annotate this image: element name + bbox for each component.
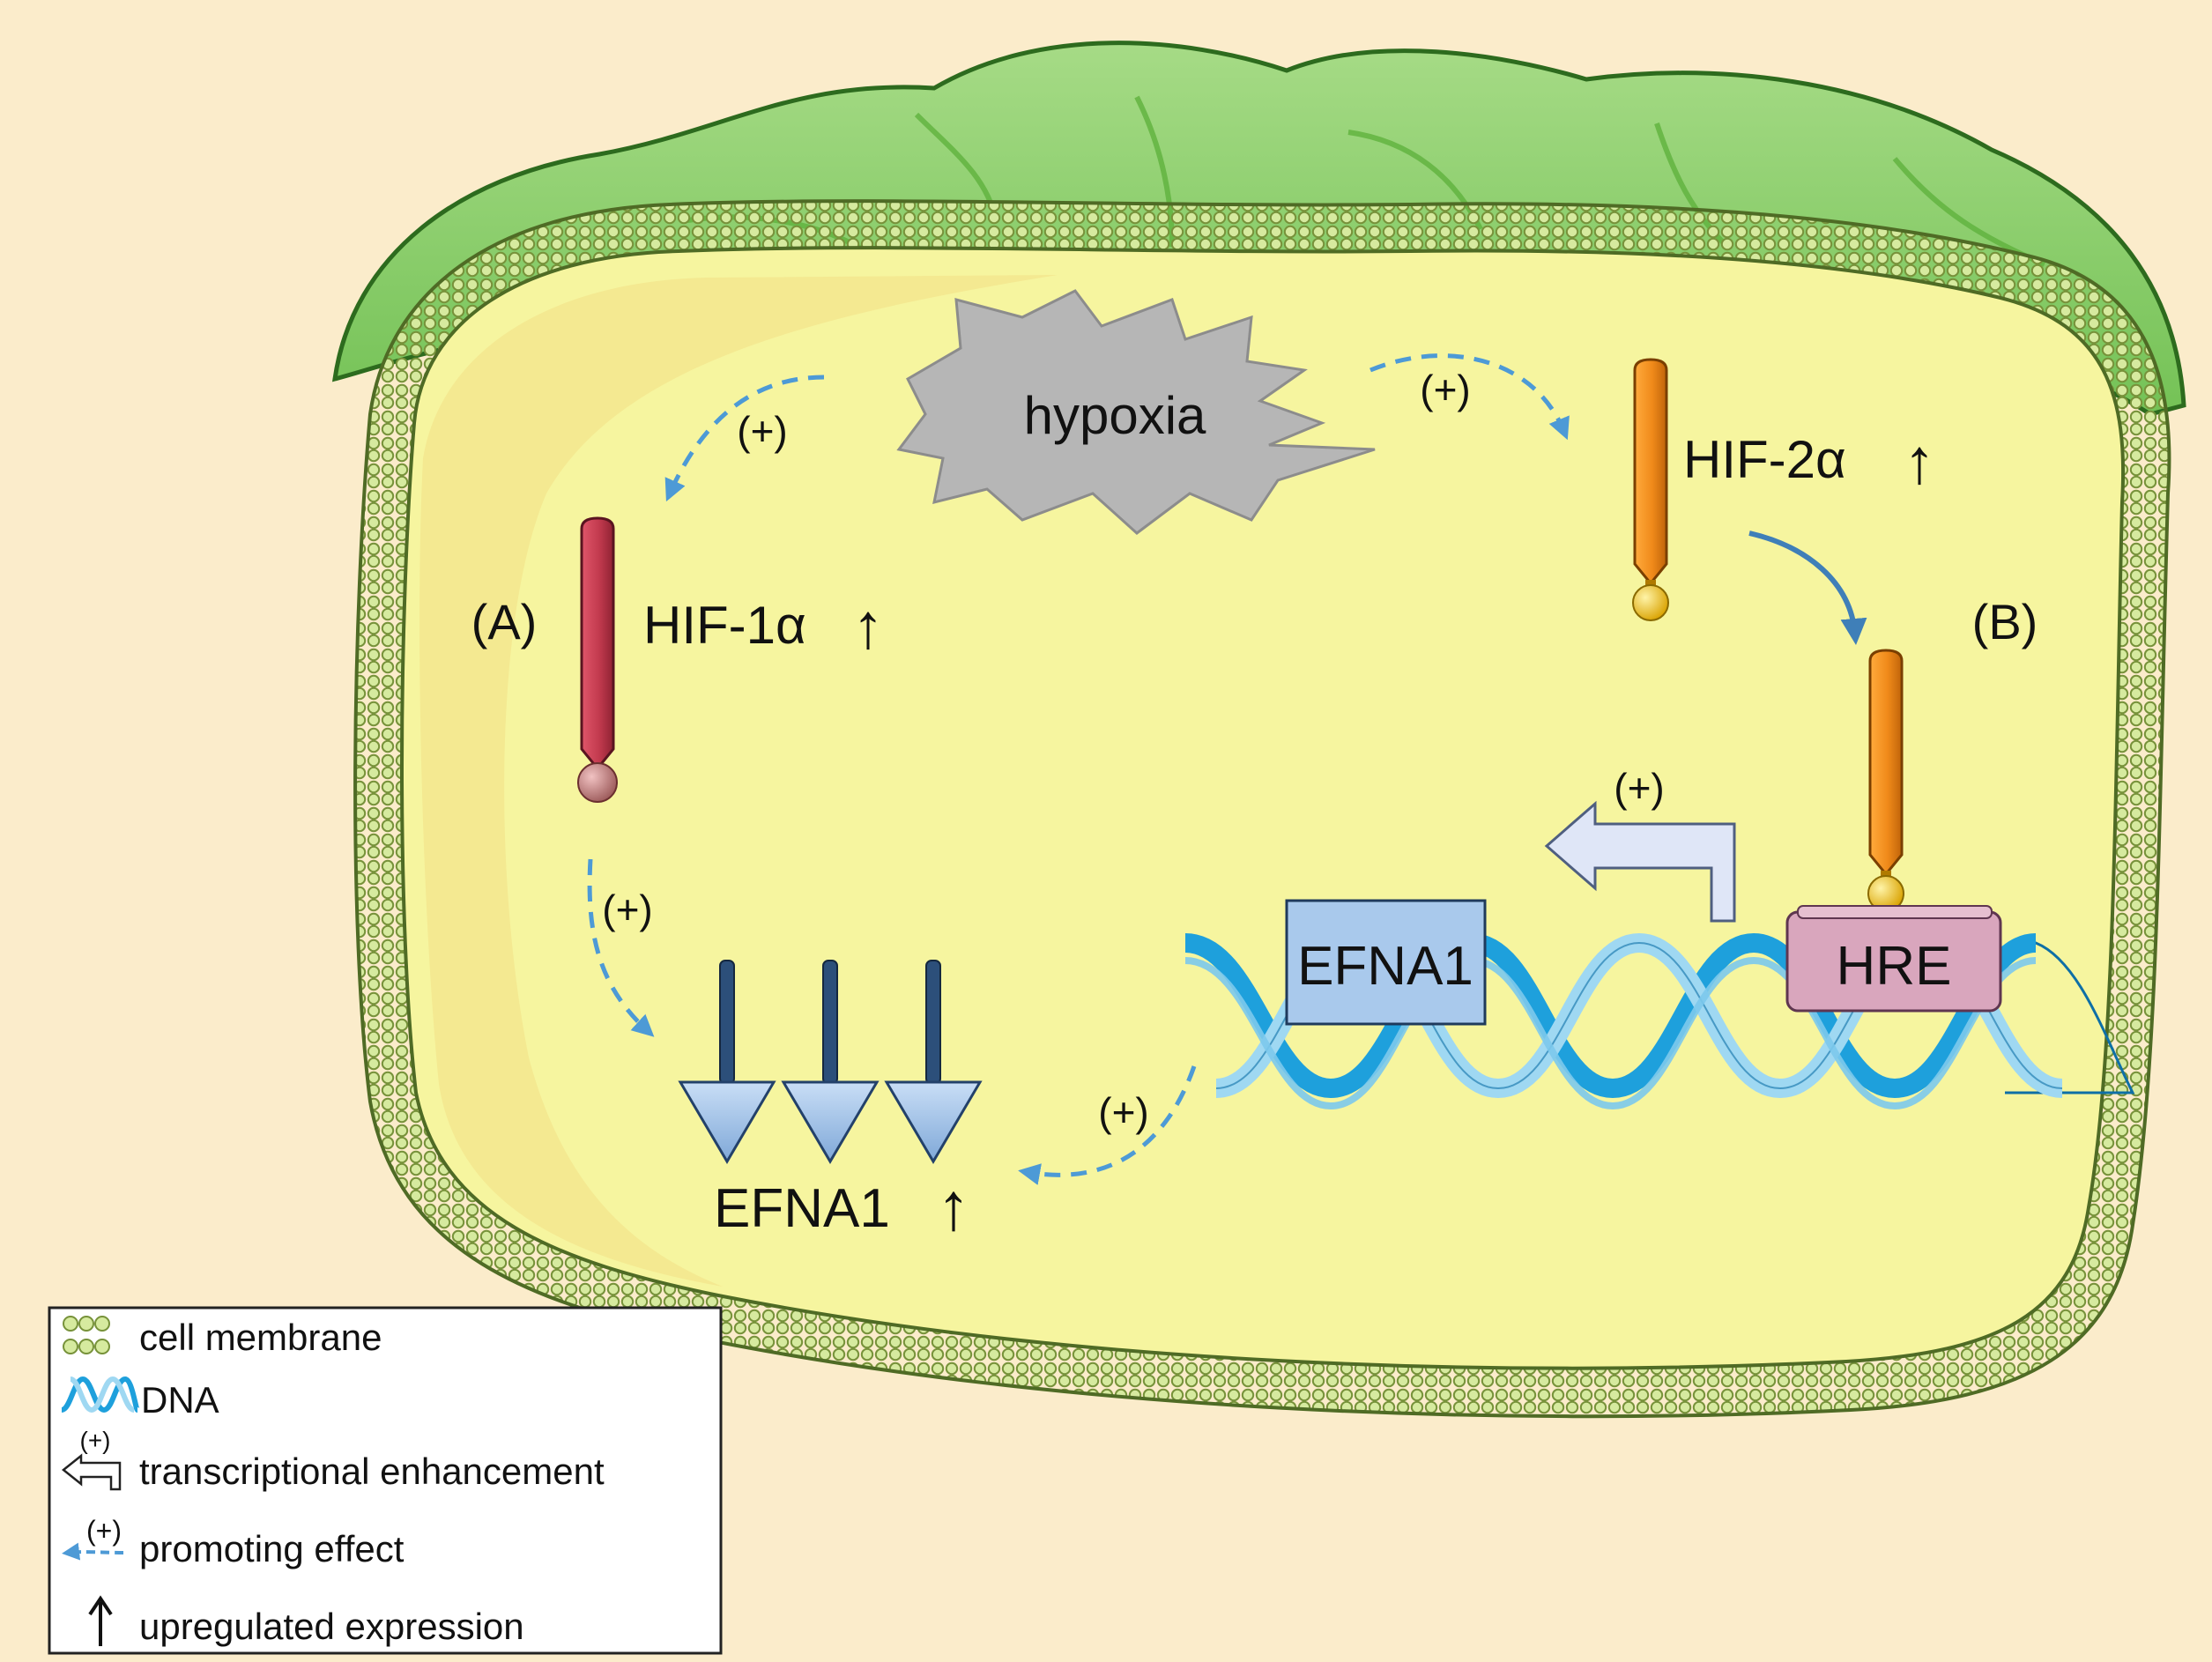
panel-a-label: (A)	[471, 594, 538, 649]
panel-b-label: (B)	[1972, 594, 2038, 649]
legend-label-cell-membrane: cell membrane	[139, 1317, 382, 1358]
efna1-down-arrow	[781, 960, 880, 1164]
promoting-arrow-icon: (+)	[62, 1515, 124, 1561]
hif1-label: HIF-1α	[643, 596, 806, 655]
cytoplasm-shade	[419, 275, 1058, 1287]
hypoxia-label: hypoxia	[1024, 386, 1206, 445]
hif2-label: HIF-2α	[1683, 430, 1846, 489]
legend: cell membrane DNA (+) transcriptional en…	[48, 1306, 723, 1655]
legend-item-upregulated-expression: upregulated expression	[88, 1595, 524, 1647]
legend-box	[48, 1306, 723, 1655]
efna1-outcome-up-arrow: ↑	[937, 1169, 970, 1244]
transcriptional-arrow-icon: (+)	[61, 1427, 122, 1491]
plus-label-hif1-efna1: (+)	[602, 887, 653, 932]
hif2-alpha-bound-protein	[1867, 649, 1904, 912]
legend-label-dna: DNA	[141, 1379, 219, 1421]
legend-item-transcriptional-enhancement: (+) transcriptional enhancement	[61, 1427, 605, 1492]
legend-item-cell-membrane: cell membrane	[63, 1316, 382, 1358]
transcriptional-arrow-plus: (+)	[80, 1427, 111, 1454]
hre-label: HRE	[1837, 936, 1952, 997]
efna1-outcome-label: EFNA1	[714, 1178, 890, 1239]
promote-arrow-hypoxia-to-hif2	[1370, 353, 1570, 441]
bind-arrow-hif2-to-hre	[1748, 531, 1867, 645]
efna1-gene-box	[1285, 899, 1487, 1026]
efna1-down-arrows	[678, 960, 983, 1164]
up-arrow-icon	[88, 1595, 113, 1646]
efna1-down-arrow	[884, 960, 983, 1164]
legend-item-promoting-effect: (+) promoting effect	[62, 1515, 405, 1569]
cell-membrane-icon	[63, 1316, 110, 1354]
hif2-alpha-protein	[1632, 358, 1669, 621]
hif1-alpha-protein	[577, 516, 618, 803]
transcription-arrow	[1544, 800, 1736, 923]
hif1-up-arrow: ↑	[852, 591, 884, 662]
hif2-up-arrow: ↑	[1904, 427, 1935, 497]
hre-box-top	[1797, 905, 1993, 919]
dna-icon	[60, 1376, 140, 1413]
legend-label-transcriptional-enhancement: transcriptional enhancement	[139, 1451, 605, 1492]
hypoxia-burst	[896, 289, 1376, 535]
legend-label-promoting-effect: promoting effect	[139, 1528, 405, 1569]
efna1-gene-label: EFNA1	[1297, 936, 1473, 997]
plus-label-transcription: (+)	[1614, 765, 1665, 811]
promote-arrow-hypoxia-to-hif1	[664, 375, 825, 502]
plus-label-hif2: (+)	[1420, 367, 1471, 412]
legend-item-dna: DNA	[60, 1376, 219, 1421]
plus-label-hif1: (+)	[737, 408, 788, 454]
legend-label-upregulated-expression: upregulated expression	[139, 1606, 524, 1647]
promote-arrow-dna-to-efna1	[1018, 1065, 1197, 1185]
promote-arrow-hif1-to-efna1	[587, 858, 655, 1037]
promoting-arrow-plus: (+)	[86, 1515, 122, 1547]
plus-label-dna-efna1: (+)	[1098, 1089, 1149, 1135]
efna1-down-arrow	[678, 960, 776, 1164]
